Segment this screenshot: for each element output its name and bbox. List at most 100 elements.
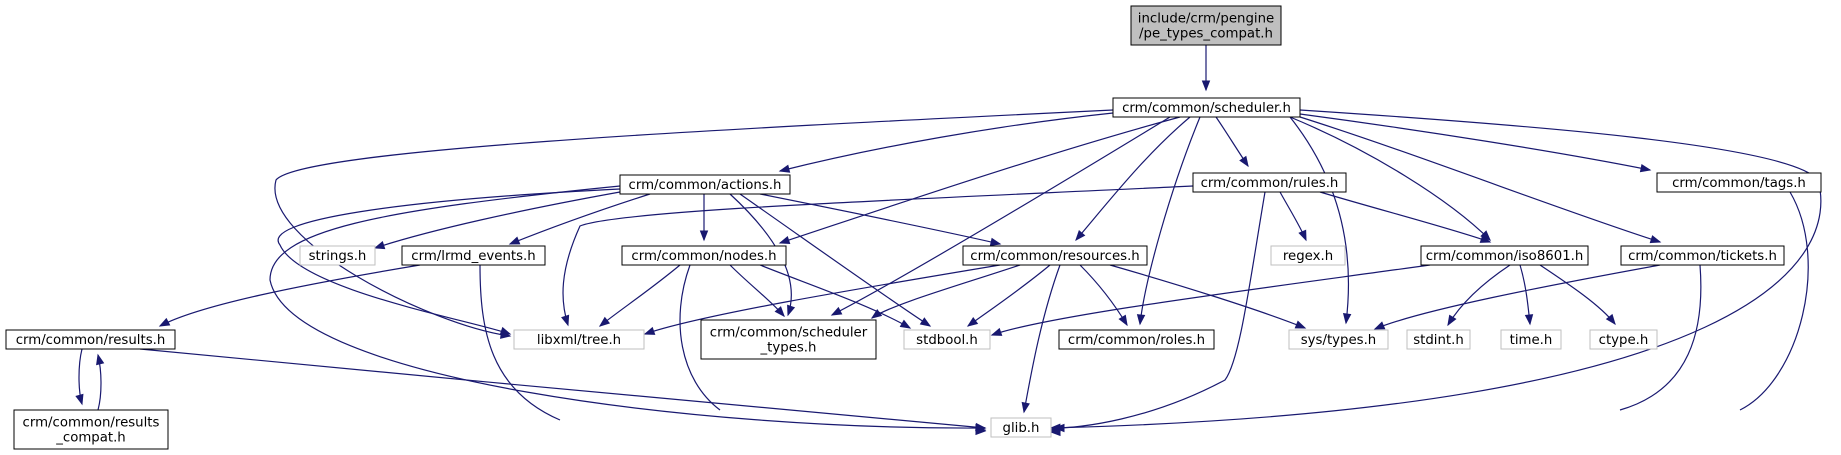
arrowhead [778, 164, 791, 173]
edge-scheduler-to-glib [1049, 109, 1822, 432]
edge-lrmd_events-to-results [158, 264, 421, 327]
edge-line [1447, 264, 1511, 326]
node-lrmd-events[interactable]: crm/lrmd_events.h [401, 245, 546, 266]
edge-scheduler-to-resources [1075, 116, 1191, 242]
edge-line [759, 264, 911, 329]
edge-scheduler-to-rules [1215, 116, 1249, 168]
node-label: ctype.h [1599, 333, 1649, 348]
node-label: crm/common/resources.h [970, 249, 1139, 264]
edge-line [1054, 191, 1266, 429]
node-nodes[interactable]: crm/common/nodes.h [621, 245, 787, 266]
node-box [1192, 172, 1347, 193]
arrowhead [643, 326, 656, 335]
edge-line [1023, 264, 1061, 413]
edge-iso8601-to-ctype [1539, 264, 1616, 326]
edge-line [562, 185, 1194, 326]
node-box [513, 329, 645, 350]
node-label: crm/lrmd_events.h [411, 249, 535, 264]
edge-line [991, 264, 1431, 336]
edge-line [1619, 264, 1702, 411]
node-strings: strings.h [299, 245, 376, 266]
edges-layer [75, 45, 1822, 437]
node-results[interactable]: crm/common/results.h [5, 329, 176, 350]
node-resources[interactable]: crm/common/resources.h [962, 245, 1148, 266]
edge-actions-to-nodes [699, 193, 709, 242]
node-box [1589, 329, 1658, 350]
node-scheduler-types[interactable]: crm/common/scheduler_types.h [700, 319, 877, 360]
arrowhead [1447, 314, 1457, 327]
node-box [903, 329, 991, 350]
node-label: glib.h [1003, 421, 1040, 436]
node-label: _types.h [760, 341, 817, 356]
arrowhead [1239, 155, 1249, 168]
node-box [401, 245, 546, 266]
node-ctype: ctype.h [1589, 329, 1658, 350]
arrowhead [1136, 314, 1146, 326]
node-systypes: sys/types.h [1288, 329, 1389, 350]
edge-line [644, 264, 1001, 335]
edge-line [374, 191, 621, 249]
arrowhead [699, 230, 709, 242]
arrowhead [899, 319, 912, 329]
node-box [962, 245, 1148, 266]
node-box [1620, 245, 1785, 266]
arrowhead [1021, 401, 1030, 414]
edge-line [739, 193, 931, 327]
arrowhead [75, 393, 84, 406]
node-actions[interactable]: crm/common/actions.h [619, 174, 791, 195]
arrowhead [1524, 314, 1534, 326]
arrowhead [1605, 313, 1616, 326]
arrowhead [1479, 234, 1492, 243]
node-label: crm/common/tags.h [1672, 176, 1806, 191]
node-box [700, 319, 877, 360]
node-label: crm/common/results.h [16, 333, 166, 348]
node-rules[interactable]: crm/common/rules.h [1192, 172, 1347, 193]
edge-rules-to-regex [1279, 191, 1307, 242]
node-label: crm/common/results [23, 416, 160, 431]
node-pe-types-compat[interactable]: include/crm/pengine/pe_types_compat.h [1130, 5, 1282, 46]
edge-line [1289, 116, 1350, 324]
node-box [990, 417, 1052, 438]
arrowhead [870, 309, 883, 319]
edge-results_compat-to-results [96, 353, 105, 411]
edge-actions-to-lrmd_events [508, 193, 651, 245]
edge-line [599, 264, 681, 327]
edge-line [1109, 264, 1306, 329]
arrowhead [1294, 320, 1307, 329]
arrowhead [774, 306, 785, 318]
edge-iso8601-to-time [1519, 264, 1534, 326]
node-tickets[interactable]: crm/common/tickets.h [1620, 245, 1785, 266]
edge-line [1299, 116, 1661, 243]
edge-iso8601-to-stdbool [990, 264, 1431, 336]
edge-line [1739, 191, 1809, 411]
node-box [1130, 5, 1282, 46]
arrowhead [990, 327, 1003, 336]
edge-pe_types_compat-to-scheduler [1201, 45, 1211, 92]
edge-resources-to-systypes [1109, 264, 1307, 329]
edge-nodes-to-tree [598, 264, 681, 327]
node-scheduler[interactable]: crm/common/scheduler.h [1112, 97, 1301, 118]
arrowhead [499, 326, 512, 335]
arrowhead [508, 236, 521, 245]
edge-scheduler-to-actions [778, 112, 1114, 173]
node-iso8601[interactable]: crm/common/iso8601.h [1420, 245, 1589, 266]
node-tags[interactable]: crm/common/tags.h [1656, 172, 1822, 193]
edge-tickets-to-systypes [1373, 264, 1661, 330]
node-results-compat[interactable]: crm/common/results_compat.h [13, 409, 169, 450]
arrowhead [1639, 163, 1652, 173]
arrowhead [598, 316, 611, 327]
node-box [1058, 329, 1215, 350]
edge-scheduler-to-roles [1136, 116, 1201, 326]
node-label: crm/common/actions.h [629, 178, 782, 193]
node-roles[interactable]: crm/common/roles.h [1058, 329, 1215, 350]
node-label: crm/common/scheduler.h [1122, 101, 1291, 116]
edge-line [139, 348, 986, 429]
edge-nodes-to-stdbool [759, 264, 912, 329]
node-label: strings.h [309, 249, 367, 264]
node-label: crm/common/scheduler [710, 326, 868, 341]
edge-line [871, 264, 1021, 319]
edge-line [479, 264, 561, 421]
node-box [1288, 329, 1389, 350]
node-label: libxml/tree.h [537, 333, 621, 348]
edge-line [779, 116, 1181, 244]
